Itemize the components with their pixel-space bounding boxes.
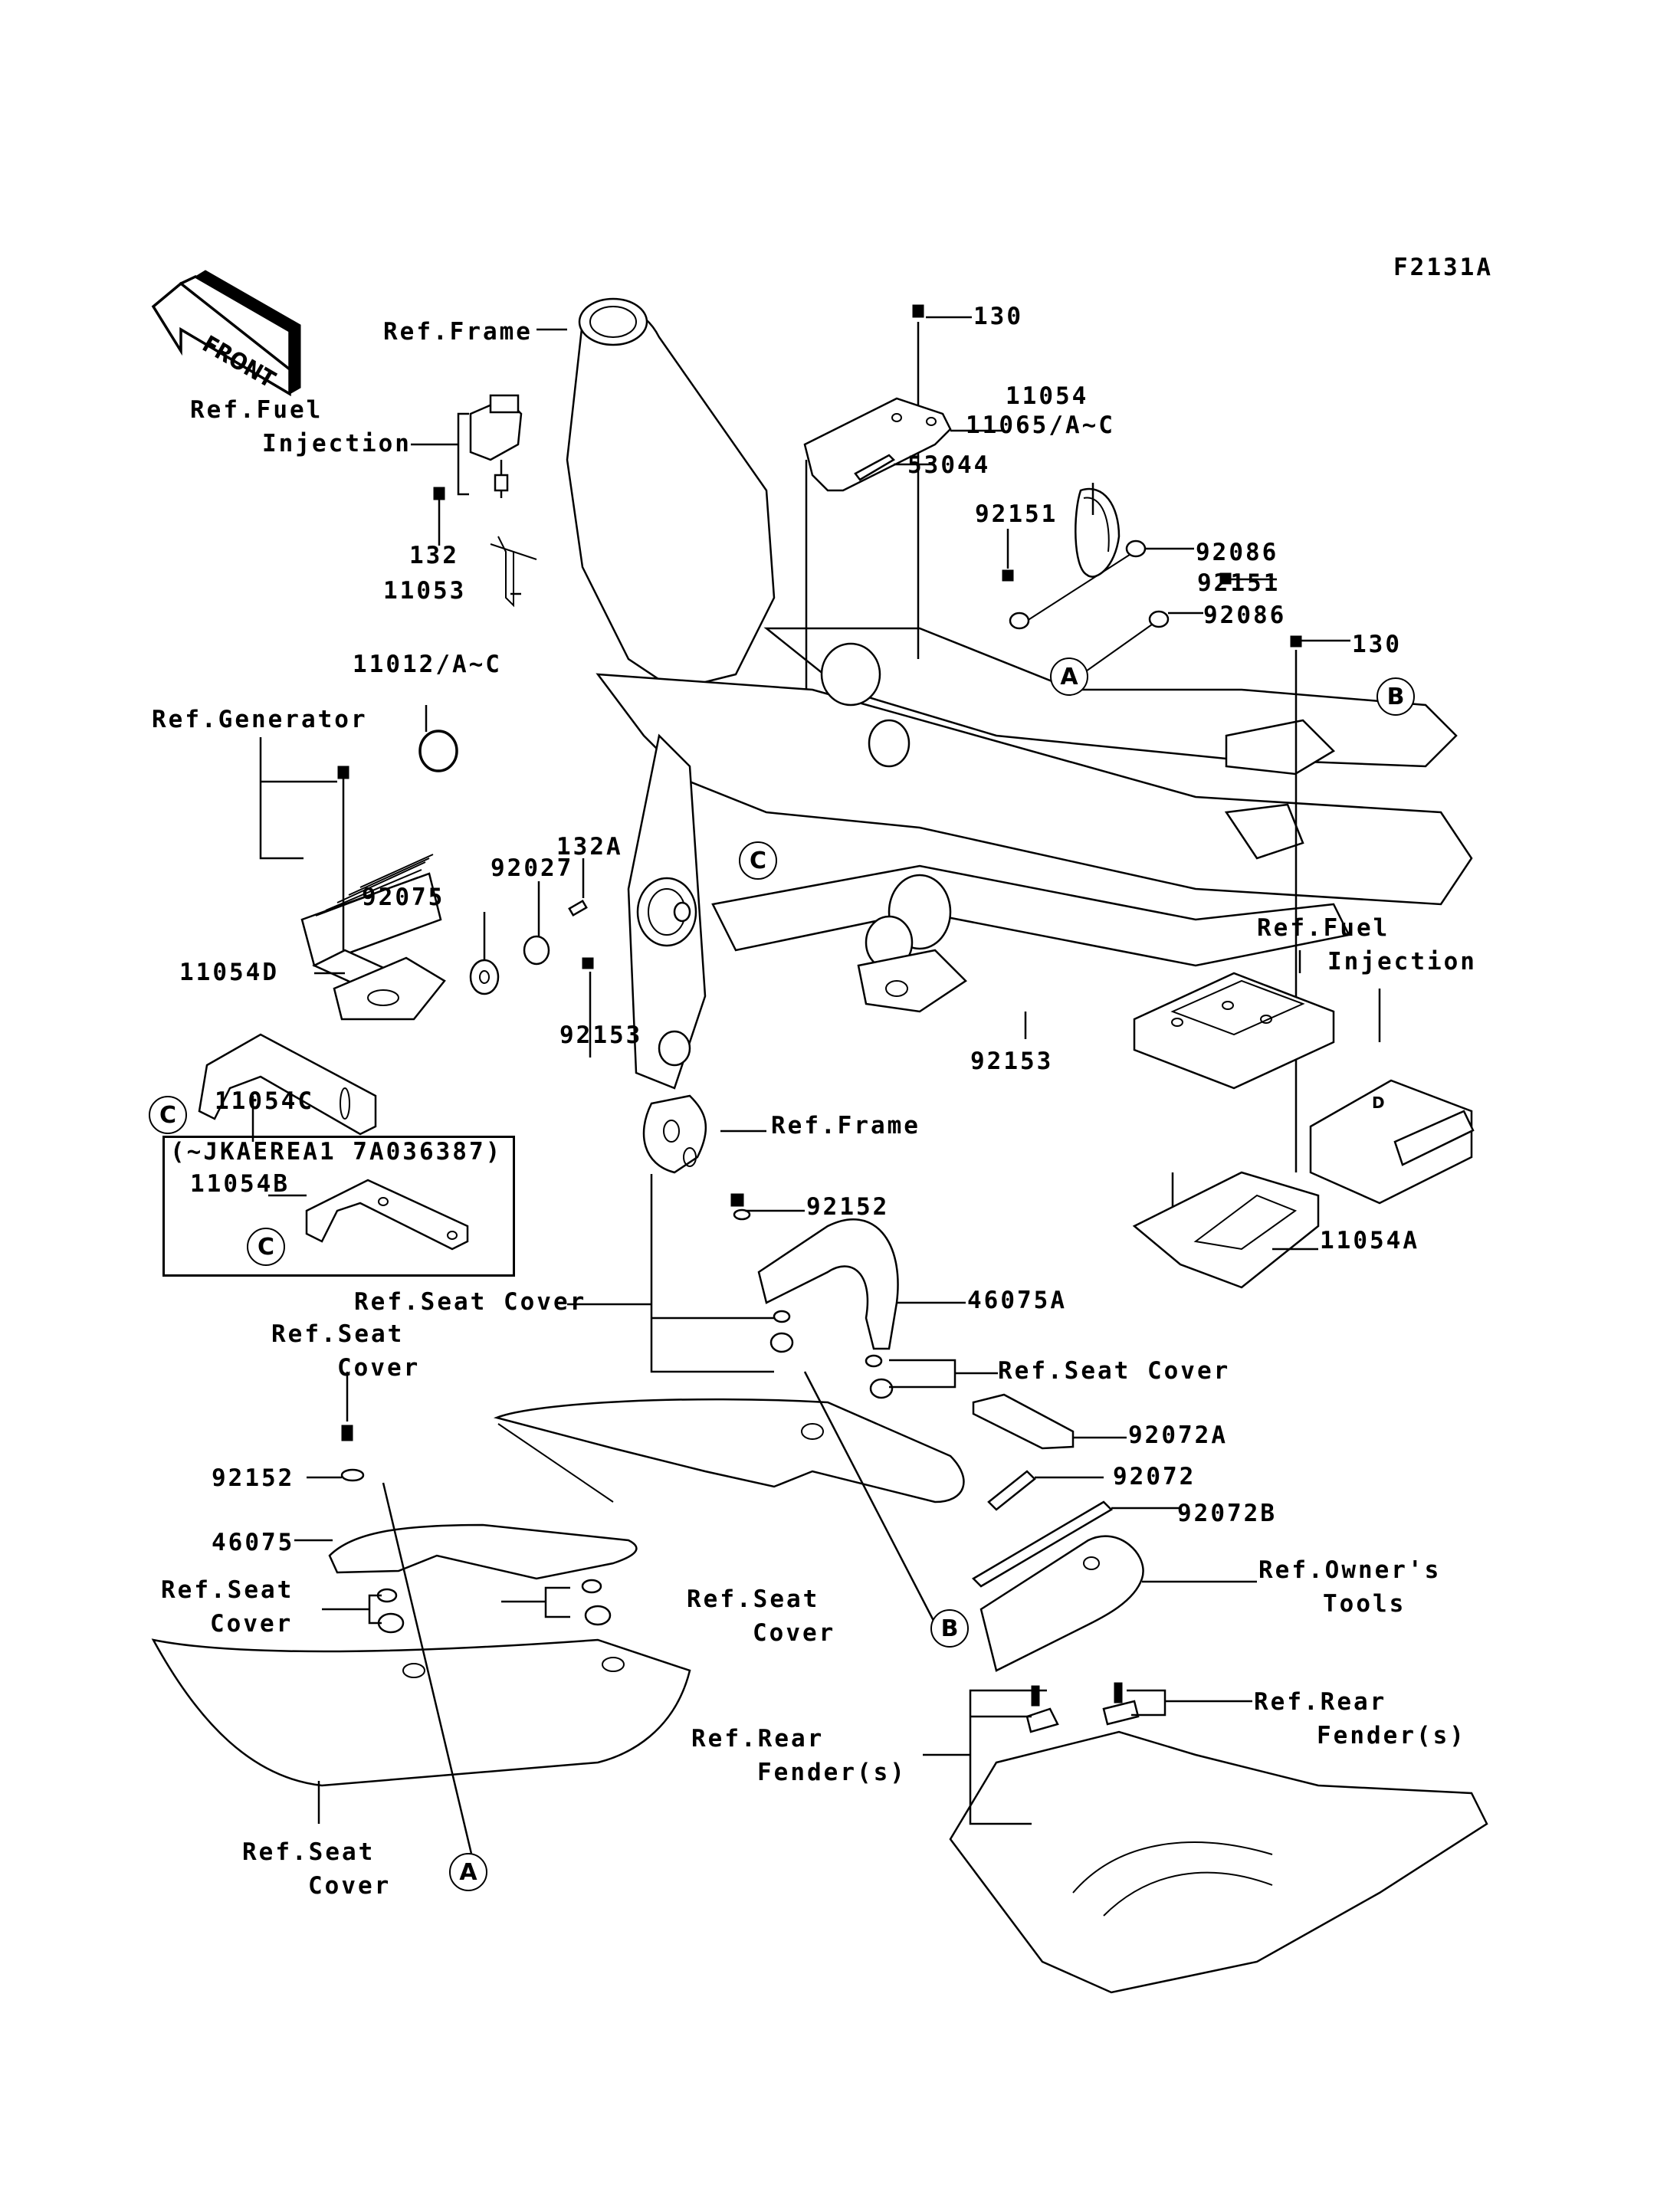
label-ref-frame-bottom[interactable]: Ref.Frame [771,1112,920,1139]
sensor-group [433,394,537,608]
bracket-11054C [198,1033,377,1136]
callout-b-top[interactable]: B [1376,677,1415,716]
part-label-11054A[interactable]: 11054A [1320,1227,1419,1254]
label-ref-seat-cover-lowmid-1[interactable]: Ref.Seat [687,1585,820,1613]
front-arrow-icon [151,270,301,397]
mounting-hardware-left [469,899,691,995]
part-label-132[interactable]: 132 [409,542,459,569]
label-ref-rear-fender-mid-1[interactable]: Ref.Rear [691,1725,825,1753]
cables-92086 [1002,539,1302,1241]
part-label-130-top[interactable]: 130 [973,303,1023,330]
label-ref-fuel-injection-left-2[interactable]: Injection [262,430,412,457]
label-ref-fuel-injection-right-1[interactable]: Ref.Fuel [1257,914,1390,942]
part-label-92072A[interactable]: 92072A [1128,1421,1228,1449]
part-label-92153-right[interactable]: 92153 [970,1048,1054,1075]
grab-rail-46075 [151,1425,691,1787]
inset-bracket-11054B [305,1179,469,1251]
part-label-46075[interactable]: 46075 [212,1529,295,1556]
label-ref-rear-fender-right-1[interactable]: Ref.Rear [1254,1688,1387,1716]
label-ref-frame-top[interactable]: Ref.Frame [383,318,533,346]
callout-c-inset[interactable]: C [247,1228,285,1266]
ecu-assembly [1132,972,1475,1289]
frame-assembly [566,297,1473,1174]
bracket-11054 [803,304,1121,690]
label-ref-rear-fender-mid-2[interactable]: Fender(s) [757,1759,907,1786]
part-label-11054B[interactable]: 11054B [190,1170,290,1198]
callout-b-bottom[interactable]: B [930,1609,969,1648]
part-label-11054D[interactable]: 11054D [179,959,279,986]
callout-a-bottom[interactable]: A [449,1853,487,1891]
leader-lines [251,316,1381,1871]
label-ref-owners-tools-1[interactable]: Ref.Owner's [1258,1556,1442,1584]
part-label-92072[interactable]: 92072 [1113,1463,1196,1490]
part-label-11065[interactable]: 11065/A~C [966,412,1115,439]
part-label-92086-top[interactable]: 92086 [1196,539,1279,566]
part-label-92152-left[interactable]: 92152 [212,1464,295,1492]
serial-range-inset [162,1136,515,1277]
ecu-glyph: D [1372,1094,1385,1112]
part-label-11012[interactable]: 11012/A~C [353,651,502,678]
grommet-11012 [418,730,458,772]
part-label-11054C[interactable]: 11054C [215,1087,314,1115]
callout-c-mid[interactable]: C [739,841,777,880]
part-label-130-right[interactable]: 130 [1352,631,1402,658]
part-label-11053[interactable]: 11053 [383,577,467,605]
part-label-92072B[interactable]: 92072B [1177,1500,1277,1527]
label-ref-seat-cover-bottom-2[interactable]: Cover [308,1872,392,1900]
part-label-92027[interactable]: 92027 [491,854,574,882]
label-ref-seat-cover-bottom-1[interactable]: Ref.Seat [242,1838,376,1866]
part-label-132A[interactable]: 132A [556,833,623,861]
part-label-92151-right[interactable]: 92151 [1197,569,1281,597]
label-ref-owners-tools-2[interactable]: Tools [1323,1590,1406,1618]
label-ref-generator[interactable]: Ref.Generator [152,706,368,733]
part-label-11054[interactable]: 11054 [1006,382,1089,410]
part-label-92153-left[interactable]: 92153 [559,1021,643,1049]
label-ref-fuel-injection-left-1[interactable]: Ref.Fuel [190,396,323,424]
label-ref-seat-cover-lowleft-2[interactable]: Cover [210,1610,294,1638]
inset-serial-note: (~JKAEREA1 7A036387) [170,1138,503,1166]
part-label-53044[interactable]: 53044 [907,451,991,479]
label-ref-seat-cover-mid[interactable]: Ref.Seat Cover [354,1288,587,1316]
label-ref-fuel-injection-right-2[interactable]: Injection [1327,948,1477,976]
regulator-rectifier [300,766,446,1021]
label-ref-seat-cover-right[interactable]: Ref.Seat Cover [998,1357,1231,1385]
callout-a-top[interactable]: A [1050,657,1088,696]
label-ref-seat-cover-lowleft-1[interactable]: Ref.Seat [161,1576,294,1604]
grab-rail-46075A [493,1193,965,1503]
rear-fender [949,1682,1488,1994]
figure-id: F2131A [1393,254,1493,281]
label-ref-rear-fender-right-2[interactable]: Fender(s) [1317,1722,1466,1749]
callout-c-left[interactable]: C [149,1096,187,1134]
tool-straps [971,1393,1144,1672]
part-label-92075[interactable]: 92075 [362,884,445,911]
part-label-92151-left[interactable]: 92151 [975,500,1058,528]
label-ref-seat-cover-lowmid-2[interactable]: Cover [753,1619,836,1647]
label-ref-seat-cover-left-1[interactable]: Ref.Seat [271,1320,405,1348]
part-label-92086-bottom[interactable]: 92086 [1203,602,1287,629]
part-label-92152-top[interactable]: 92152 [806,1193,890,1221]
part-label-46075A[interactable]: 46075A [967,1287,1067,1314]
label-ref-seat-cover-left-2[interactable]: Cover [337,1354,421,1382]
